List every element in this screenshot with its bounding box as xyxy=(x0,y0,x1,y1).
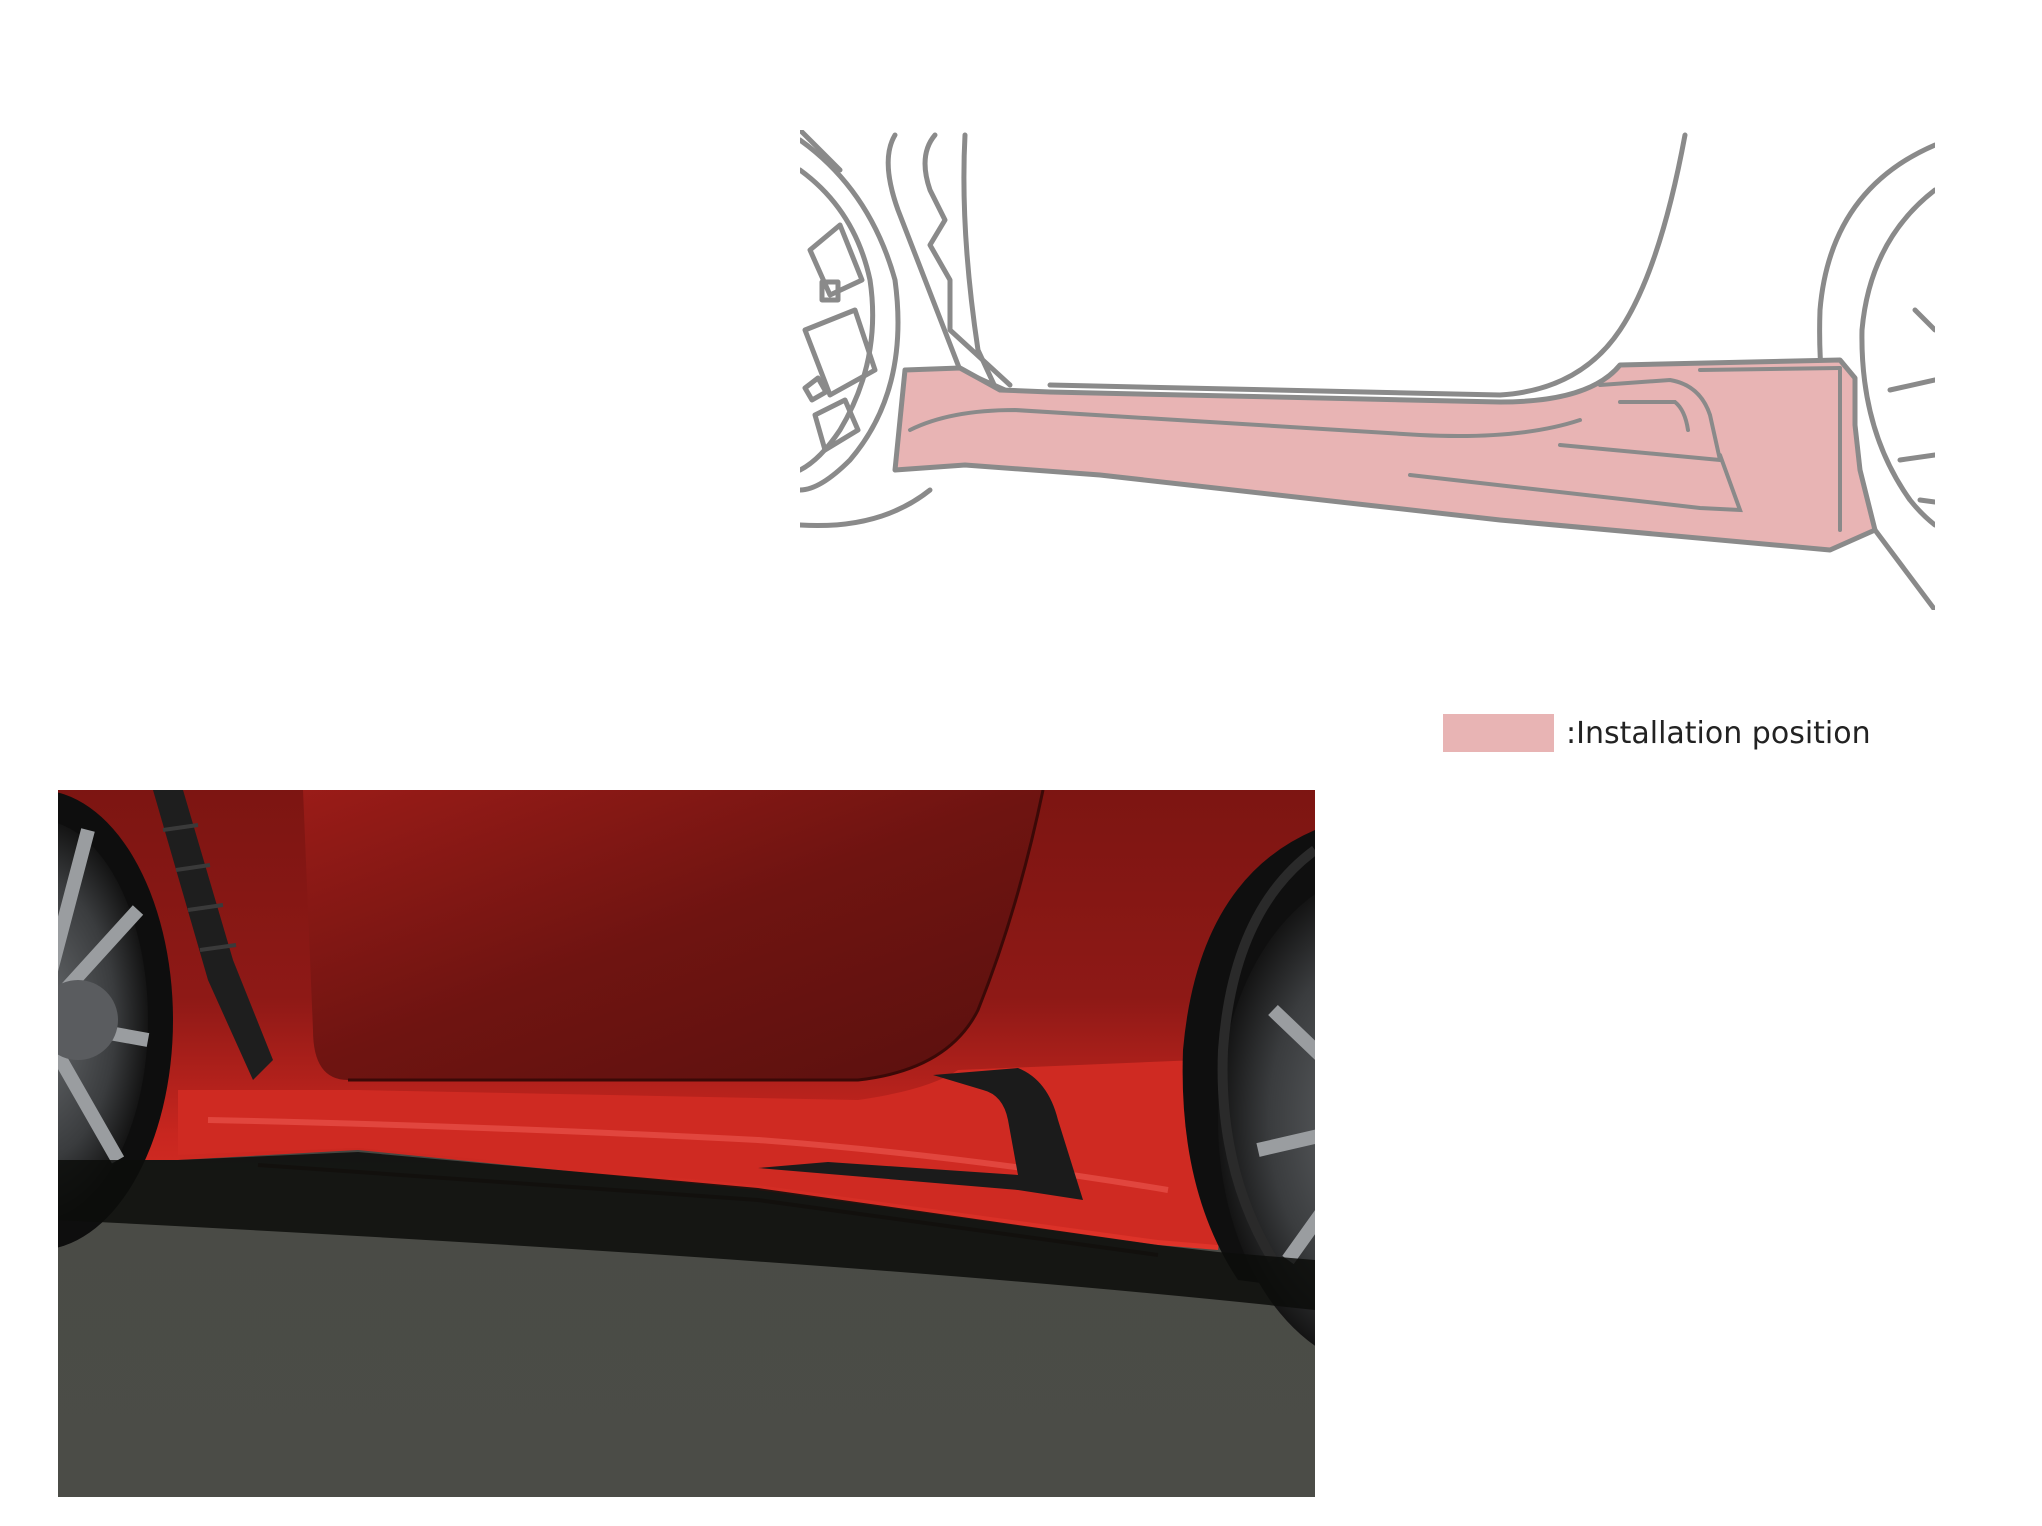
rear-wheel xyxy=(1182,830,1315,1346)
fender-vent xyxy=(153,790,273,1080)
car-side-skirt-photo xyxy=(58,790,1315,1497)
front-wheel-outline xyxy=(800,130,933,529)
front-fender-outline xyxy=(885,132,1018,433)
front-wheel xyxy=(58,792,173,1248)
skirt-aero-fin xyxy=(758,1068,1083,1200)
legend: :Installation position xyxy=(1443,714,1871,752)
side-skirt-highlight xyxy=(892,357,1878,553)
legend-label: :Installation position xyxy=(1566,715,1871,751)
door-outline xyxy=(1047,132,1688,398)
legend-swatch xyxy=(1443,714,1554,752)
side-skirt-diagram xyxy=(800,130,1935,610)
door-panel xyxy=(268,790,1043,1080)
side-skirt xyxy=(178,1060,1223,1245)
